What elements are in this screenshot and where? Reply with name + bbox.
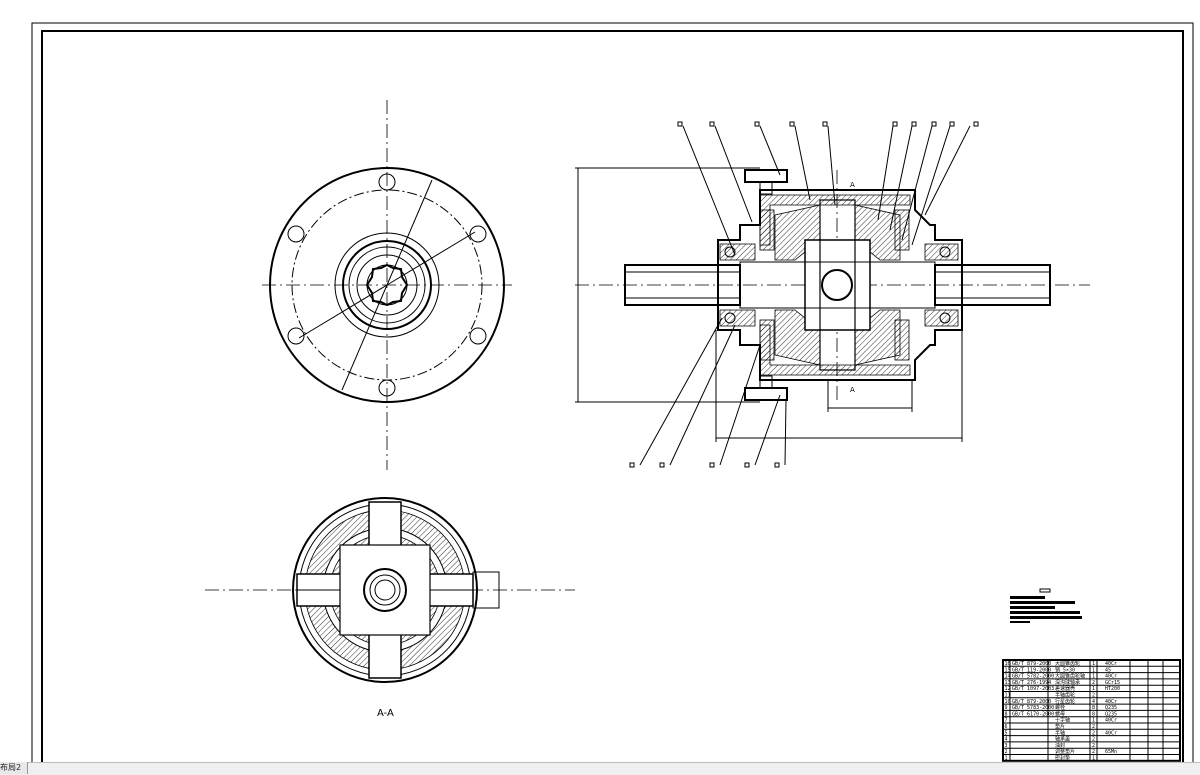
parts-row-name: 半轴齿轮 xyxy=(1055,692,1075,699)
parts-row-name: 十字轴 xyxy=(1055,717,1070,724)
parts-row-qty: 2 xyxy=(1092,749,1095,755)
parts-row-qty: 8 xyxy=(1092,711,1095,717)
parts-row-qty: 2 xyxy=(1092,730,1095,736)
layout-tab[interactable]: 布局2 xyxy=(0,762,29,774)
layout-tab-bar xyxy=(0,762,1200,775)
parts-row-name: 大圆锥齿轮轴 xyxy=(1055,673,1085,680)
parts-row-material: Q235 xyxy=(1105,711,1117,717)
parts-row-index: 8 xyxy=(1005,711,1008,717)
parts-row-material: 40Cr xyxy=(1105,661,1117,667)
parts-row-material: 65Mn xyxy=(1105,749,1117,755)
parts-row-qty: 1 xyxy=(1092,667,1095,673)
parts-row-name: 密封垫 xyxy=(1055,755,1070,762)
parts-row-name: 螺栓 xyxy=(1055,704,1065,711)
parts-row-index: 3 xyxy=(1005,743,1008,749)
parts-row-qty: 1 xyxy=(1092,661,1095,667)
parts-row-name: 半轴 xyxy=(1055,729,1065,736)
parts-row-index: 11 xyxy=(1005,693,1011,699)
parts-row-standard: GB/T 5782-2000 xyxy=(1012,674,1054,680)
parts-row-index: 13 xyxy=(1005,680,1011,686)
section-view-aa: A-A xyxy=(205,497,575,719)
parts-row-index: 7 xyxy=(1005,718,1008,724)
parts-row-index: 16 xyxy=(1005,661,1011,667)
parts-row-name: 轴承盖 xyxy=(1055,736,1070,743)
parts-row-standard: GB/T 119-2000 xyxy=(1012,667,1051,673)
cut-marker-top: A xyxy=(850,181,855,189)
parts-row-material: 40Cr xyxy=(1105,718,1117,724)
parts-row-qty: 2 xyxy=(1092,724,1095,730)
parts-row-material: Q235 xyxy=(1105,705,1117,711)
parts-row-qty: 1 xyxy=(1092,674,1095,680)
parts-row-qty: 1 xyxy=(1092,718,1095,724)
parts-row-name: 油封 xyxy=(1055,742,1065,749)
parts-row-qty: 2 xyxy=(1092,693,1095,699)
parts-row-qty: 8 xyxy=(1092,705,1095,711)
parts-row-name: 深沟球轴承 xyxy=(1055,679,1080,686)
parts-row-material: 40Cr xyxy=(1105,699,1117,705)
parts-row-qty: 2 xyxy=(1092,737,1095,743)
tech-notes xyxy=(1010,588,1082,623)
parts-row-qty: 1 xyxy=(1092,756,1095,762)
parts-row-material: GCr15 xyxy=(1105,680,1120,686)
leader-lines xyxy=(629,121,979,468)
front-view xyxy=(262,100,512,470)
parts-row-standard: GB/T 879-2000 xyxy=(1012,699,1051,705)
parts-row-index: 1 xyxy=(1005,756,1008,762)
parts-row-material: HT200 xyxy=(1105,686,1120,692)
parts-row-standard: GB/T 6170-2000 xyxy=(1012,711,1054,717)
parts-row-qty: 1 xyxy=(1092,686,1095,692)
assembly-section: A A xyxy=(575,121,1090,468)
parts-row-standard: GB/T 1097-2003 xyxy=(1012,686,1054,692)
parts-row-index: 6 xyxy=(1005,724,1008,730)
parts-row-material: 40Cr xyxy=(1105,674,1117,680)
parts-row-qty: 2 xyxy=(1092,743,1095,749)
parts-row-index: 2 xyxy=(1005,749,1008,755)
parts-row-name: 大圆锥齿轮 xyxy=(1055,660,1080,667)
outer-frame xyxy=(31,22,1194,764)
parts-row-index: 15 xyxy=(1005,667,1011,673)
parts-row-standard: GB/T 879-2000 xyxy=(1012,661,1051,667)
parts-row-name: 销 5×30 xyxy=(1055,666,1075,673)
parts-row-standard: GB/T 276-1994 xyxy=(1012,680,1051,686)
parts-row-index: 9 xyxy=(1005,705,1008,711)
parts-row-name: 螺母 xyxy=(1055,710,1065,717)
parts-row-name: 差速器壳 xyxy=(1055,685,1075,692)
bolt-holes xyxy=(287,173,487,397)
inner-frame xyxy=(41,30,1184,764)
parts-row-index: 5 xyxy=(1005,730,1008,736)
parts-row-material: 40Cr xyxy=(1105,730,1117,736)
parts-row-index: 4 xyxy=(1005,737,1008,743)
parts-row-index: 10 xyxy=(1005,699,1011,705)
parts-row-index: 14 xyxy=(1005,674,1011,680)
parts-row-qty: 2 xyxy=(1092,680,1095,686)
parts-row-qty: 4 xyxy=(1092,699,1095,705)
cut-marker-bottom: A xyxy=(850,386,855,394)
parts-row-material: 45 xyxy=(1105,667,1111,673)
parts-row-name: 调整垫片 xyxy=(1055,748,1075,755)
parts-row-name: 垫片 xyxy=(1055,723,1065,730)
parts-row-standard: GB/T 5783-2000 xyxy=(1012,705,1054,711)
parts-row-index: 12 xyxy=(1005,686,1011,692)
section-label: A-A xyxy=(377,708,394,719)
parts-row-name: 行星齿轮 xyxy=(1055,698,1075,705)
